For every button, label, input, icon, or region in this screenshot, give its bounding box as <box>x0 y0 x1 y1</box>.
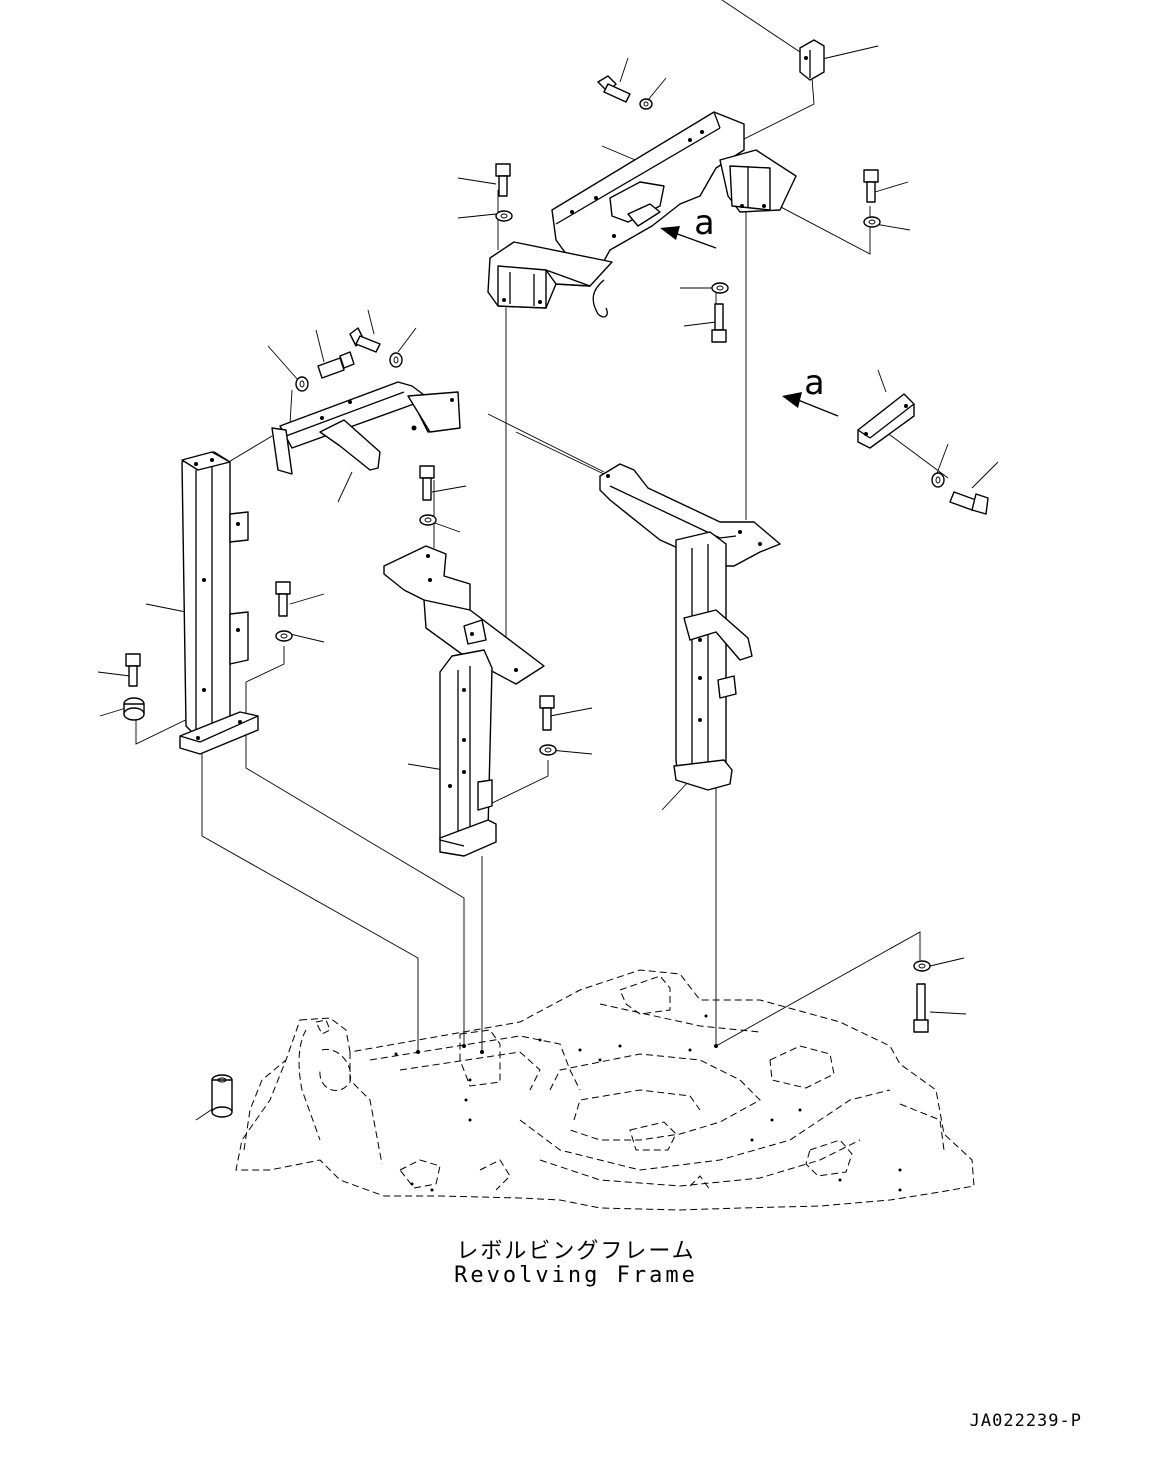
washer-icon <box>913 960 931 972</box>
bolt-icon <box>597 75 631 103</box>
view-label-a-top: a <box>694 203 714 243</box>
washer-icon <box>295 376 309 392</box>
right-column <box>599 463 781 791</box>
bolt-icon <box>419 465 435 501</box>
frame-holes <box>394 1014 902 1192</box>
washer-icon <box>863 216 881 228</box>
washer-icon <box>389 352 403 368</box>
corner-cap <box>799 39 825 81</box>
pin-icon <box>211 1074 233 1118</box>
washer-icon <box>639 98 653 110</box>
fasteners <box>123 75 989 1033</box>
bolt-icon <box>125 653 141 687</box>
washer-icon <box>495 210 513 222</box>
washer-icon <box>275 630 293 642</box>
leader-lines <box>97 45 999 1121</box>
view-label-a-right: a <box>804 363 824 403</box>
spacer-icon <box>123 697 145 721</box>
left-column <box>179 451 259 755</box>
bolt-icon <box>275 581 291 617</box>
bolt-icon <box>711 303 727 343</box>
revolving-frame <box>235 969 975 1211</box>
bolt-icon <box>317 351 355 379</box>
washer-icon <box>711 282 729 294</box>
upper-left-bracket <box>271 381 461 475</box>
center-column <box>383 545 545 857</box>
top-cross-beam <box>487 111 797 318</box>
bolt-icon <box>495 163 511 197</box>
caption-japanese: レボルビングフレーム <box>456 1239 695 1264</box>
bolt-icon <box>539 695 555 731</box>
drawing-number: JA022239-P <box>970 1411 1082 1431</box>
view-arrow-a-right: a <box>782 363 839 417</box>
bolt-icon <box>913 983 929 1033</box>
bolt-icon <box>949 491 989 515</box>
washer-icon <box>539 744 557 756</box>
caption-english: Revolving Frame <box>454 1263 698 1288</box>
washer-icon <box>419 514 437 526</box>
cover-plate <box>857 393 915 449</box>
washer-icon <box>931 472 945 488</box>
bolt-icon <box>863 169 879 203</box>
bolt-icon <box>349 327 381 353</box>
assembly-lines <box>135 0 949 1052</box>
view-arrow-a-top: a <box>660 203 717 249</box>
